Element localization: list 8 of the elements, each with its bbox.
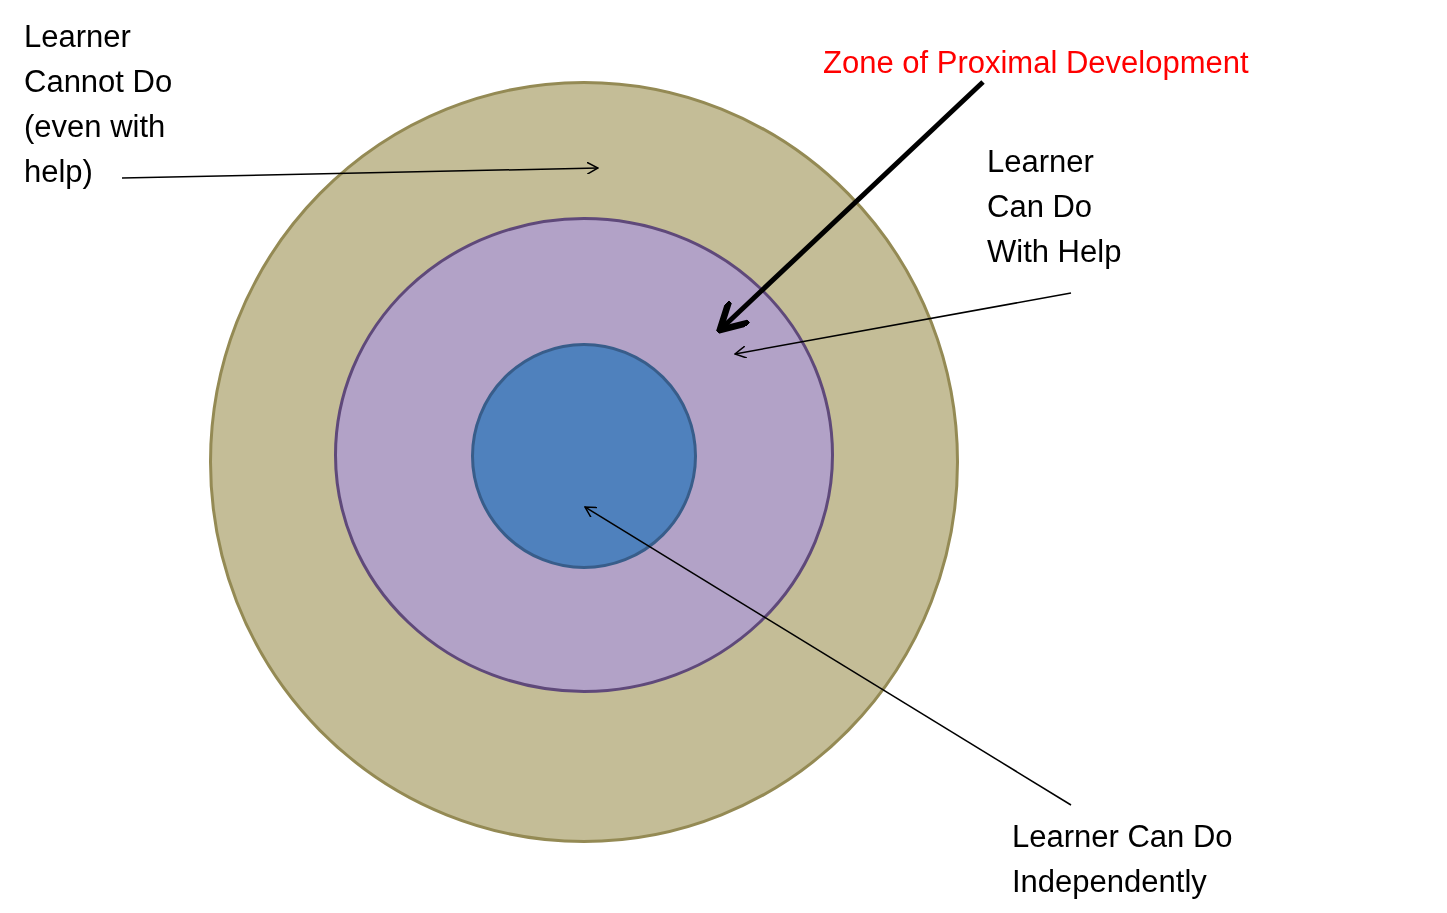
leader-line	[121, 161, 599, 179]
leader-line	[734, 292, 1072, 359]
zone-label: Learner Can Do With Help	[987, 139, 1147, 274]
zone-label: Learner Can Do Independently	[1012, 814, 1282, 904]
arrow	[716, 80, 985, 334]
leader-line	[584, 506, 1072, 806]
zone-title: Zone of Proximal Development	[823, 40, 1323, 85]
zone-label: Learner Cannot Do (even with help)	[24, 14, 202, 194]
